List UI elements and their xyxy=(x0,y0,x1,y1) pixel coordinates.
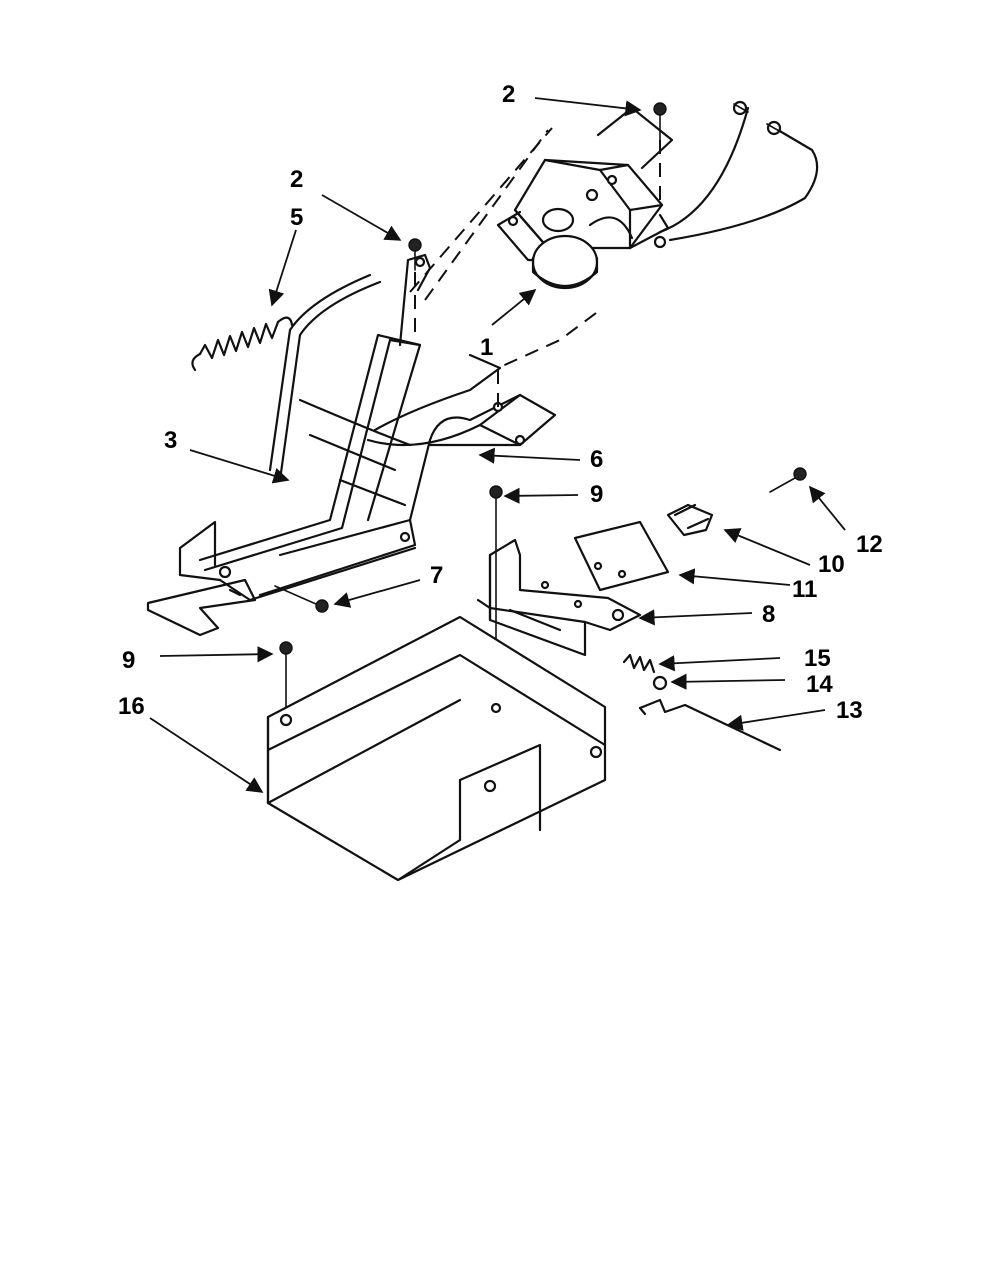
motor-assembly xyxy=(496,100,819,290)
callout-5: 5 xyxy=(290,204,303,231)
callout-14: 14 xyxy=(806,671,833,698)
callout-16: 16 xyxy=(118,693,145,720)
mounting-bracket xyxy=(476,538,642,657)
leader-lines xyxy=(149,97,846,793)
spring-icon xyxy=(622,653,668,691)
screw-icon xyxy=(653,102,667,141)
callout-13: 13 xyxy=(836,697,863,724)
cover-plate xyxy=(573,520,670,592)
ramp-bracket xyxy=(146,253,557,637)
callout-2: 2 xyxy=(502,81,515,108)
screw-icon xyxy=(274,585,329,613)
callout-9: 9 xyxy=(590,481,603,508)
callout-6: 6 xyxy=(590,446,603,473)
callout-8: 8 xyxy=(762,601,775,628)
actuator-rod xyxy=(638,698,782,752)
callout-1: 1 xyxy=(480,334,493,361)
callout-11: 11 xyxy=(792,576,817,603)
callout-12: 12 xyxy=(856,531,883,558)
callout-9: 9 xyxy=(122,647,135,674)
switch-icon xyxy=(666,503,714,537)
callout-labels: 1 2 2 3 5 6 7 8 9 9 10 11 12 13 14 15 16 xyxy=(118,81,883,724)
base-tray xyxy=(266,615,607,882)
callout-2: 2 xyxy=(290,166,303,193)
spring-icon xyxy=(191,316,294,372)
callout-7: 7 xyxy=(430,562,443,589)
screw-icon xyxy=(769,467,807,493)
screw-icon xyxy=(408,238,422,271)
callout-15: 15 xyxy=(804,645,831,672)
callout-3: 3 xyxy=(164,427,177,454)
callout-10: 10 xyxy=(818,551,845,578)
